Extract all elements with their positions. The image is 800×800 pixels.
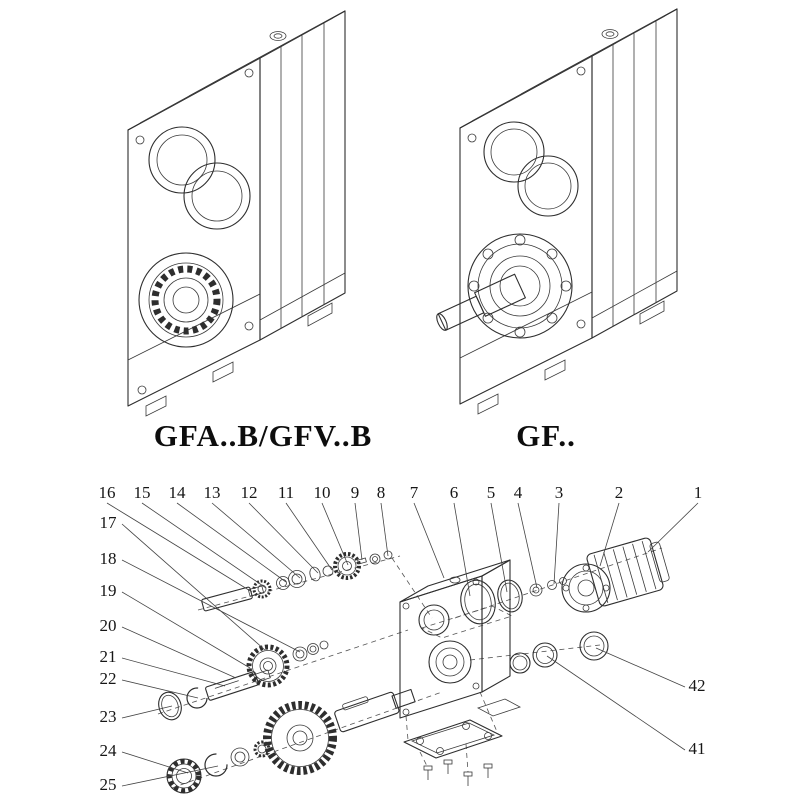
callout-16: 16 (99, 483, 116, 502)
intermediate-shaft-cluster (158, 640, 329, 721)
mounting-feet (145, 302, 333, 417)
input-shaft-cluster (201, 550, 393, 612)
mounting-feet (477, 300, 665, 415)
callout-21: 21 (100, 647, 117, 666)
callout-numbers-right: 42 41 (689, 676, 706, 758)
housing-screws (467, 66, 586, 329)
callout-10: 10 (314, 483, 331, 502)
callout-19: 19 (100, 581, 117, 600)
callout-12: 12 (241, 483, 258, 502)
callout-1: 1 (694, 483, 703, 502)
callout-22: 22 (100, 669, 117, 688)
callout-42: 42 (689, 676, 706, 695)
callout-18: 18 (100, 549, 117, 568)
housing-screws (135, 68, 254, 395)
output-bearing-boss (138, 252, 234, 348)
gearcase-housing (399, 559, 511, 719)
callout-23: 23 (100, 707, 117, 726)
input-motor-unit (561, 537, 670, 613)
callout-6: 6 (450, 483, 459, 502)
callout-numbers-left: 17 18 19 20 21 22 23 24 25 (100, 513, 118, 794)
gearbox-drawing-gf (436, 8, 678, 415)
callout-11: 11 (278, 483, 294, 502)
output-shaft-cluster (166, 688, 416, 794)
side-ribs (259, 23, 346, 328)
leader-lines (106, 502, 699, 787)
callout-25: 25 (100, 775, 117, 794)
callout-5: 5 (487, 483, 496, 502)
assembly-axes (157, 547, 663, 789)
input-bores (483, 121, 579, 217)
callout-9: 9 (351, 483, 360, 502)
callout-15: 15 (134, 483, 151, 502)
callout-2: 2 (615, 483, 624, 502)
caption-gfab: GFA..B/GFV..B (154, 418, 373, 453)
input-rings (460, 577, 567, 625)
roof-ribs (471, 15, 666, 122)
callout-41: 41 (689, 739, 706, 758)
callout-4: 4 (514, 483, 523, 502)
input-bores (148, 126, 251, 230)
bottom-flange-plate (403, 698, 522, 786)
exploded-view: 16 15 14 13 12 11 10 9 8 7 6 5 4 3 2 1 1… (99, 483, 706, 794)
caption-gf: GF.. (516, 418, 576, 453)
callout-14: 14 (169, 483, 187, 502)
callout-8: 8 (377, 483, 386, 502)
output-shaft (436, 273, 526, 331)
callout-20: 20 (100, 616, 117, 635)
side-ribs (591, 21, 678, 326)
callout-13: 13 (204, 483, 221, 502)
gearbox-drawing-gfab (127, 10, 346, 417)
roof-ribs (139, 17, 334, 124)
callout-numbers-top: 16 15 14 13 12 11 10 9 8 7 6 5 4 3 2 1 (99, 483, 703, 502)
retaining-rings (509, 631, 609, 674)
callout-3: 3 (555, 483, 564, 502)
callout-17: 17 (100, 513, 118, 532)
flange-bolts (423, 759, 493, 786)
callout-24: 24 (100, 741, 118, 760)
callout-7: 7 (410, 483, 419, 502)
